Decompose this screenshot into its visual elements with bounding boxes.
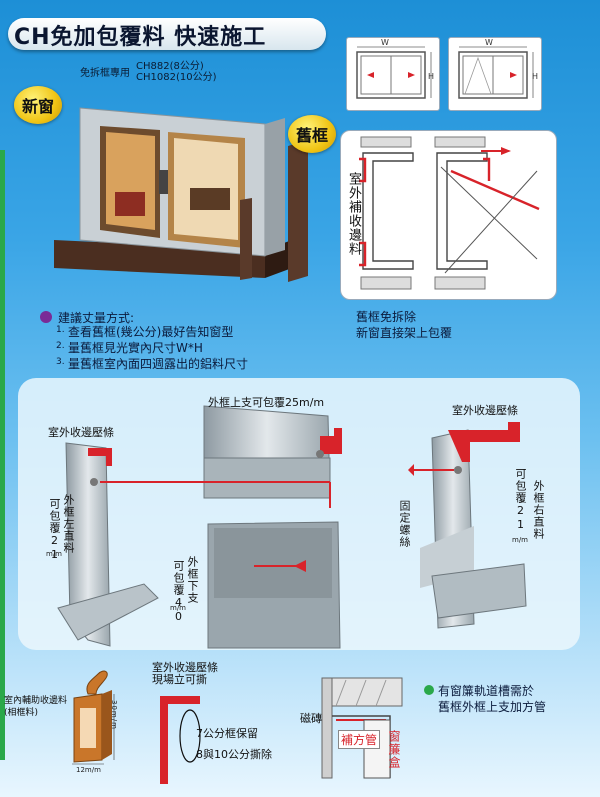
new-window-badge: 新窗: [14, 86, 62, 124]
left-edge-strip: [0, 150, 5, 760]
page-title: CH免加包覆料 快速施工: [14, 25, 267, 50]
left-unit-label: m/m: [46, 550, 62, 558]
curtain-note-2: 舊框外框上支加方管: [438, 700, 547, 714]
profile-illustration: [18, 378, 580, 650]
aux-strip-sub-label: (相框料): [4, 708, 39, 718]
aux-width-dim: 12m/m: [76, 766, 101, 774]
curtain-note-bullet: [424, 685, 434, 695]
casement-window-icon: [458, 46, 534, 99]
curtain-box-label: 窗簾盒: [387, 730, 401, 769]
measure-step-1: 查看舊框(幾公分)最好告知窗型: [68, 325, 234, 339]
new-window-photo: [40, 100, 310, 290]
bottom-unit-label: m/m: [170, 604, 186, 612]
brick-label: 磁磚: [300, 712, 322, 725]
aux-strip-label: 室內輔助收邊料: [4, 696, 68, 706]
bottom-cover-label: 可包覆40: [172, 560, 185, 624]
measure-icon: [40, 311, 52, 323]
cross-section-illustration: [359, 136, 540, 290]
spec-label: 免拆框專用: [80, 68, 130, 79]
curtain-note-1: 有窗簾軌道槽需於: [438, 684, 535, 698]
spec-line-1: CH882(8公分): [136, 61, 204, 72]
curtain-box-diagram: [306, 676, 420, 790]
curtain-box-illustration: [321, 677, 403, 779]
aux-height-dim: 30m/m: [110, 700, 118, 730]
height-label-1: H: [428, 72, 435, 81]
cross-section-label: 室外補收邊料: [346, 172, 361, 256]
measure-step-1-num: 1.: [56, 325, 65, 335]
right-unit-label: m/m: [512, 536, 528, 544]
aluminum-profiles-image: [57, 405, 527, 649]
old-frame-note-1: 舊框免拆除: [356, 310, 417, 324]
window-product-image: [54, 107, 308, 282]
pipe-label: 補方管: [338, 730, 381, 749]
right-cover-side-label: 外框右直料: [532, 480, 545, 540]
measure-heading: 建議丈量方式:: [58, 311, 135, 325]
title-bar: [8, 18, 326, 50]
tear-note: 8與10公分撕除: [196, 748, 272, 761]
left-cover-label: 可包覆21: [48, 498, 61, 562]
aux-strip-illustration: [58, 664, 120, 774]
spec-line-2: CH1082(10公分): [136, 72, 217, 83]
left-strip-label: 室外收邊壓條: [48, 426, 114, 439]
keep-note: 7公分框保留: [196, 727, 258, 740]
cross-section-diagram: [340, 130, 557, 300]
height-label-2: H: [532, 72, 539, 81]
left-cover-side-label: 外框左直料: [62, 494, 75, 554]
strip-note-1: 室外收邊壓條: [152, 661, 218, 674]
strip-note-2: 現場立可撕: [152, 673, 207, 686]
right-cover-label: 可包覆21: [514, 468, 527, 532]
bottom-cover-side-label: 外框下支: [186, 556, 199, 604]
screw-label: 固定螺絲: [398, 500, 411, 548]
measure-step-3-num: 3.: [56, 357, 65, 367]
old-frame-badge: 舊框: [288, 115, 336, 153]
width-label-1: W: [381, 38, 389, 47]
measure-step-2-num: 2.: [56, 341, 65, 351]
top-cover-label: 外框上支可包覆25m/m: [208, 396, 325, 409]
strip-profile-image: [160, 696, 201, 784]
sliding-window-icon: [356, 46, 432, 99]
strip-illustration: [148, 686, 208, 786]
window-diagram-sliding: [346, 37, 440, 111]
aux-strip-profile-image: [72, 670, 115, 765]
measure-step-3: 量舊框室內面四週露出的鋁料尺寸: [68, 357, 249, 371]
window-diagram-casement: [448, 37, 542, 111]
measure-step-2: 量舊框見光實內尺寸W*H: [68, 341, 203, 355]
right-strip-label: 室外收邊壓條: [452, 404, 518, 417]
old-frame-note-2: 新窗直接架上包覆: [356, 326, 453, 340]
width-label-2: W: [485, 38, 493, 47]
